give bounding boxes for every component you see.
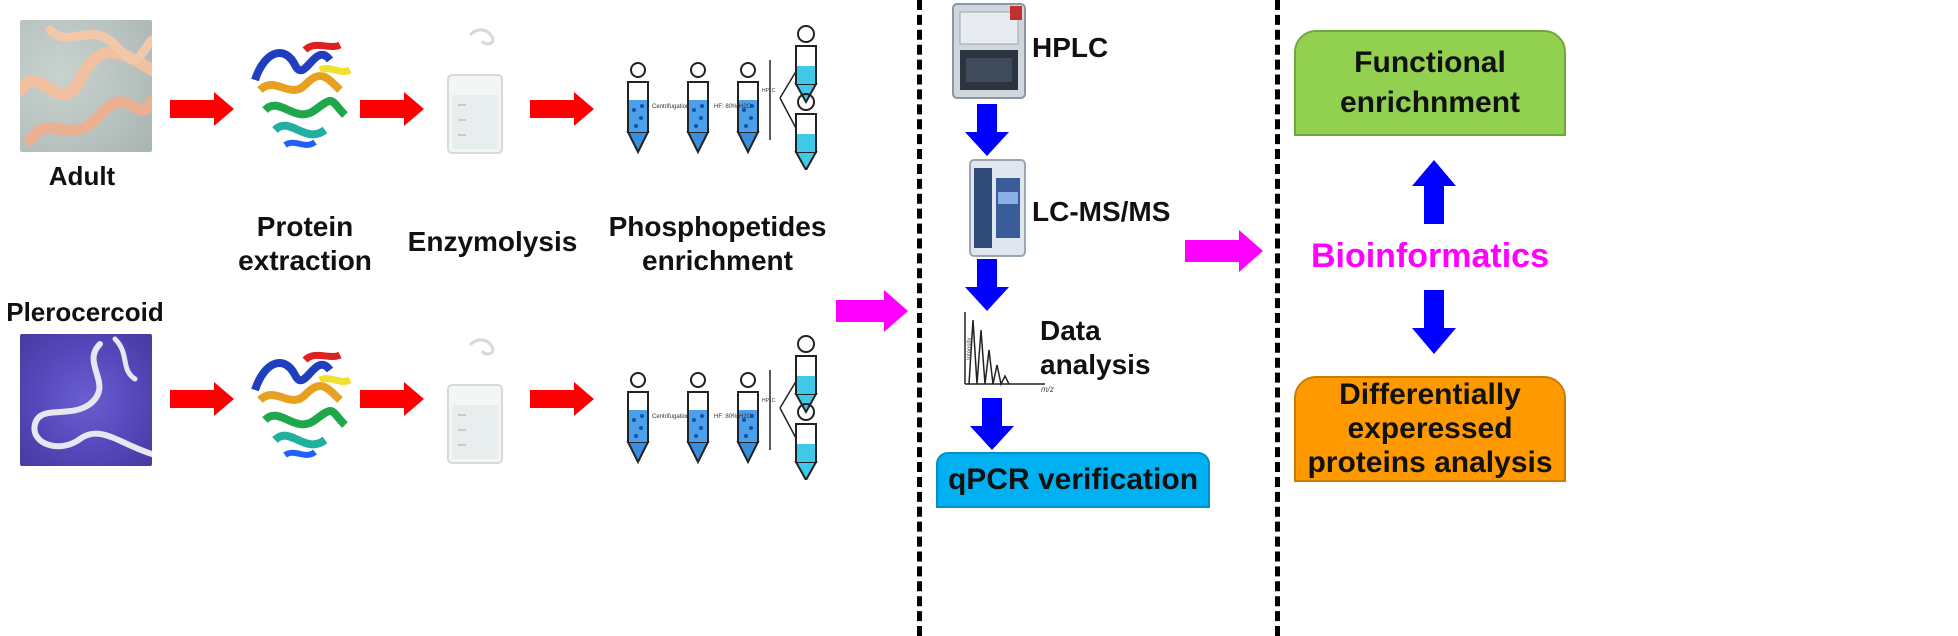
diff-line2: experessed <box>1347 412 1513 445</box>
phosphopeptides-line2: enrichment <box>642 245 793 276</box>
plerocercoid-photo <box>20 334 152 466</box>
magenta-arrow-to-ms <box>836 290 908 332</box>
adult-label: Adult <box>48 161 116 191</box>
functional-enrichment-box: Functional enrichnment <box>1294 30 1566 136</box>
qpcr-verification-box: qPCR verification <box>936 452 1210 508</box>
protein-structure-adult <box>245 30 365 160</box>
hplc-instrument <box>952 3 1026 99</box>
enrich-label-5: HF: 80% H2O <box>714 414 752 420</box>
enrich-label-1: Centrifugation <box>652 104 689 110</box>
lcms-label: LC-MS/MS <box>1032 196 1171 227</box>
spectrum-plot: Intensity m/z <box>964 312 1054 394</box>
phosphopeptides-label: Phosphopetides enrichment <box>600 210 835 278</box>
red-arrow-adult-2 <box>360 92 424 126</box>
divider-left <box>917 0 922 636</box>
enrich-label-2: HF: 80% H2O <box>714 104 752 110</box>
protein-structure-plero <box>245 340 365 470</box>
red-arrow-plero-1 <box>170 382 234 416</box>
red-arrow-adult-3 <box>530 92 594 126</box>
functional-line1: Functional <box>1354 46 1506 79</box>
enrich-label-3: HPLC <box>762 88 776 94</box>
blue-arrow-1 <box>965 104 1009 156</box>
red-arrow-plero-3 <box>530 382 594 416</box>
magenta-arrow-to-bioinfo <box>1185 230 1263 272</box>
red-arrow-adult-1 <box>170 92 234 126</box>
differential-proteins-box: Differentially experessed proteins analy… <box>1294 376 1566 482</box>
protein-extraction-line1: Protein <box>256 211 354 242</box>
spectrum-xaxis-label: m/z <box>1041 385 1054 394</box>
diff-line1: Differentially <box>1339 378 1521 411</box>
enrichment-tubes-adult: Centrifugation HF: 80% H2O HPLC <box>627 25 817 170</box>
enrich-label-6: HPLC <box>762 398 776 404</box>
bioinformatics-title: Bioinformatics <box>1310 237 1550 275</box>
adult-worm-drawing <box>20 25 152 146</box>
adult-worm-photo <box>20 20 152 152</box>
beaker-adult <box>446 28 504 155</box>
functional-line2: enrichnment <box>1339 86 1521 119</box>
red-arrow-plero-2 <box>360 382 424 416</box>
hplc-label: HPLC <box>1032 32 1109 63</box>
diff-line3: proteins analysis <box>1307 446 1553 479</box>
phosphopeptides-line1: Phosphopetides <box>608 211 827 242</box>
data-analysis-label: Data analysis <box>1040 314 1151 382</box>
blue-arrow-3 <box>970 398 1014 450</box>
blue-arrow-down <box>1412 290 1456 354</box>
enrichment-tubes-plero: Centrifugation HF: 80% H2O HPLC <box>627 335 817 480</box>
blue-arrow-up <box>1412 160 1456 224</box>
protein-extraction-line2: extraction <box>238 245 372 276</box>
enzymolysis-label: Enzymolysis <box>407 226 578 257</box>
divider-right <box>1275 0 1280 636</box>
spectrum-yaxis-label: Intensity <box>967 338 973 360</box>
blue-arrow-2 <box>965 259 1009 311</box>
plerocercoid-worm-drawing <box>31 336 152 457</box>
lcms-instrument <box>969 159 1026 257</box>
protein-extraction-label: Protein extraction <box>225 210 385 278</box>
data-analysis-line1: Data <box>1040 315 1101 346</box>
data-analysis-line2: analysis <box>1040 349 1151 380</box>
beaker-plero <box>446 338 504 465</box>
plerocercoid-label: Plerocercoid <box>6 297 164 327</box>
enrich-label-4: Centrifugation <box>652 414 689 420</box>
